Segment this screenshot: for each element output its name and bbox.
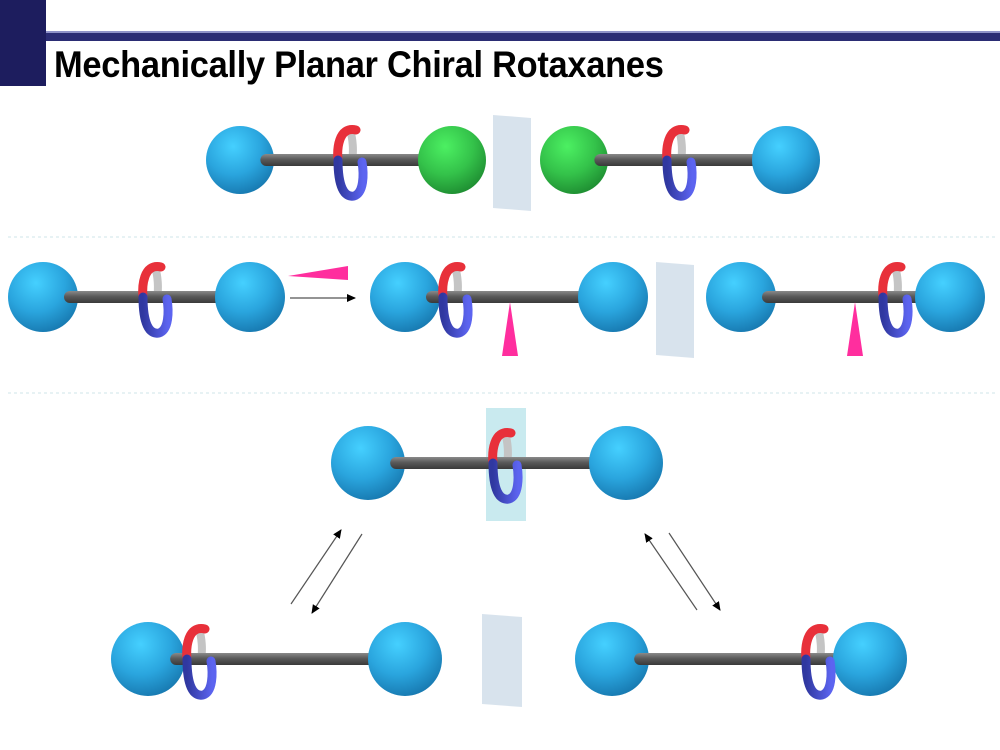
rotaxane-symmetric-centered bbox=[8, 262, 285, 338]
ring-blue-segment bbox=[182, 654, 217, 700]
mirror-plane-row1 bbox=[493, 115, 531, 211]
ring-blue-segment bbox=[801, 654, 836, 700]
equilibrium-arrow-down-right bbox=[668, 532, 721, 611]
ring-blue-segment bbox=[488, 458, 523, 504]
axle-rod bbox=[634, 653, 848, 665]
green-stopper-sphere bbox=[418, 126, 486, 194]
blue-stopper-sphere bbox=[706, 262, 776, 332]
blue-stopper-sphere bbox=[368, 622, 442, 696]
mirror-plane-row3 bbox=[482, 614, 522, 707]
equilibrium-arrow-up-left bbox=[290, 529, 342, 605]
blue-stopper-sphere bbox=[370, 262, 440, 332]
rotaxane-bottom-ring-left bbox=[111, 622, 442, 700]
blue-stopper-sphere bbox=[833, 622, 907, 696]
ring-blue-segment bbox=[662, 155, 697, 201]
equilibrium-arrow-up-right bbox=[644, 533, 698, 611]
ring-blue-segment bbox=[333, 155, 368, 201]
equilibrium-arrow-down-left bbox=[311, 533, 363, 614]
axle-rod bbox=[594, 154, 766, 166]
blue-stopper-sphere bbox=[111, 622, 185, 696]
blue-stopper-sphere bbox=[752, 126, 820, 194]
slide-title: Mechanically Planar Chiral Rotaxanes bbox=[54, 44, 664, 85]
axle-rod bbox=[170, 653, 383, 665]
rotaxane-green-blue bbox=[540, 125, 820, 201]
green-stopper-sphere bbox=[540, 126, 608, 194]
axle-rod bbox=[260, 154, 432, 166]
blue-stopper-sphere bbox=[575, 622, 649, 696]
rotaxane-blue-green bbox=[206, 125, 486, 201]
blue-stopper-sphere bbox=[915, 262, 985, 332]
blue-stopper-sphere bbox=[578, 262, 648, 332]
header-rule bbox=[46, 33, 1000, 41]
ring-blue-segment bbox=[138, 292, 173, 338]
ring-blue-segment bbox=[878, 292, 913, 338]
mirror-plane-row2 bbox=[656, 262, 694, 358]
rotaxane-bottom-ring-right bbox=[575, 622, 907, 700]
rotaxane-ring-left bbox=[370, 262, 648, 338]
blue-stopper-sphere bbox=[8, 262, 78, 332]
slide-sidebar-accent bbox=[0, 0, 46, 86]
blue-stopper-sphere bbox=[331, 426, 405, 500]
blue-stopper-sphere bbox=[589, 426, 663, 500]
blue-stopper-sphere bbox=[215, 262, 285, 332]
direction-wedge bbox=[288, 266, 348, 280]
ring-blue-segment bbox=[438, 292, 473, 338]
rotaxane-achiral-centered bbox=[331, 426, 663, 504]
rotaxane-ring-right bbox=[706, 262, 985, 338]
blue-stopper-sphere bbox=[206, 126, 274, 194]
header-rule-highlight bbox=[46, 31, 1000, 33]
center-marker-wedge bbox=[847, 302, 863, 356]
axle-rod bbox=[426, 291, 592, 303]
center-marker-wedge bbox=[502, 302, 518, 356]
